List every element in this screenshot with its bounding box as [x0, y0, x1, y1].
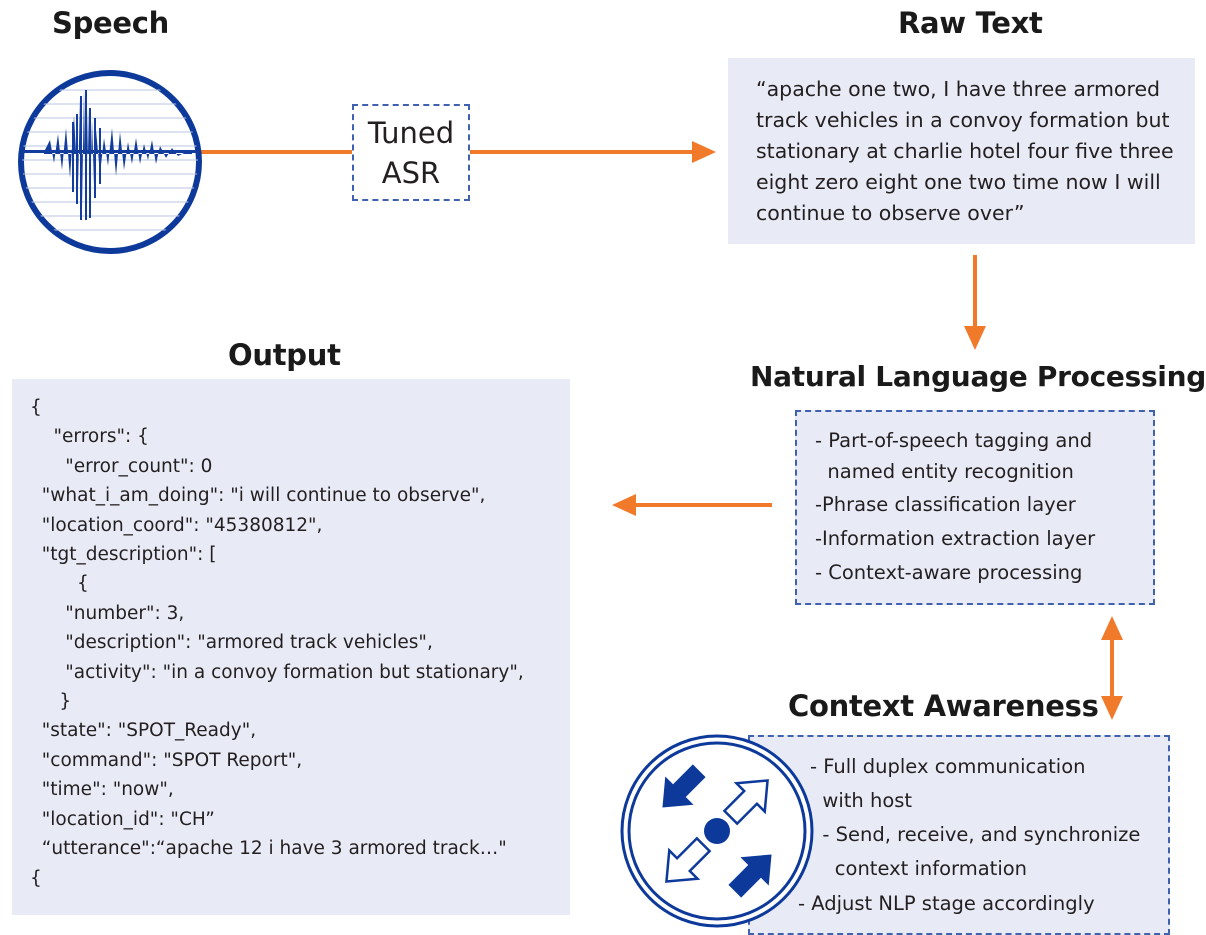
nlp-item: named entity recognition [815, 460, 1074, 483]
output-line: { [30, 397, 42, 418]
nlp-item: - Context-aware processing [815, 561, 1083, 584]
output-line: "errors": { [30, 426, 149, 448]
output-line: } [30, 691, 72, 713]
asr-label-line2: ASR [381, 156, 441, 190]
speech-title: Speech [52, 6, 170, 40]
nlp-box: - Part-of-speech tagging and named entit… [795, 410, 1155, 605]
output-line: “utterance":“apache 12 i have 3 armored … [30, 838, 507, 860]
context-items: - Full duplex communication with host - … [798, 751, 1141, 920]
output-line: { [30, 573, 89, 595]
output-line: { [30, 867, 42, 889]
output-line: "what_i_am_doing": "i will continue to o… [30, 485, 486, 507]
context-exchange-icon [620, 734, 814, 928]
raw-text-line: “apache one two, I have three armored [756, 77, 1161, 101]
asr-label-line1: Tuned [367, 116, 455, 150]
waveform-icon [18, 70, 202, 254]
raw-text-line: track vehicles in a convoy formation but [756, 108, 1170, 132]
output-line: "location_coord": "45380812", [30, 514, 323, 536]
nlp-items: - Part-of-speech tagging and named entit… [815, 426, 1095, 590]
raw-text-line: eight zero eight one two time now I will [756, 170, 1161, 194]
context-title: Context Awareness [788, 689, 1099, 723]
raw-text-title: Raw Text [898, 6, 1043, 40]
output-line: "command": "SPOT Report", [30, 749, 303, 771]
output-line: "location_id": "CH” [30, 808, 215, 830]
context-item: - Send, receive, and synchronize [810, 823, 1141, 846]
context-item: context information [810, 857, 1028, 880]
context-item: - Full duplex communication [810, 755, 1086, 778]
speech-circle [16, 68, 204, 256]
context-item: with host [810, 789, 913, 812]
context-circle [618, 732, 816, 930]
asr-box: Tuned ASR [352, 104, 470, 201]
raw-text-lines: “apache one two, I have three armored tr… [756, 74, 1174, 229]
nlp-item: -Information extraction layer [815, 527, 1096, 550]
output-line: "description": "armored track vehicles", [30, 632, 433, 654]
raw-text-line: stationary at charlie hotel four five th… [756, 139, 1174, 163]
output-line: "activity": "in a convoy formation but s… [30, 661, 524, 683]
output-box: { "errors": { "error_count": 0 "what_i_a… [12, 379, 570, 915]
context-item: - Adjust NLP stage accordingly [798, 892, 1095, 915]
context-box: - Full duplex communication with host - … [748, 735, 1170, 935]
output-line: "time": "now", [30, 779, 174, 801]
output-title: Output [228, 338, 341, 372]
output-line: "state": "SPOT_Ready", [30, 720, 257, 742]
nlp-item: -Phrase classification layer [815, 493, 1076, 516]
raw-text-box: “apache one two, I have three armored tr… [728, 58, 1195, 244]
output-line: "tgt_description": [ [30, 544, 217, 566]
output-json: { "errors": { "error_count": 0 "what_i_a… [30, 393, 524, 893]
output-line: "error_count": 0 [30, 455, 213, 477]
output-line: "number": 3, [30, 602, 185, 624]
raw-text-line: continue to observe over” [756, 201, 1025, 225]
nlp-title: Natural Language Processing [750, 360, 1206, 393]
nlp-item: - Part-of-speech tagging and [815, 429, 1093, 452]
